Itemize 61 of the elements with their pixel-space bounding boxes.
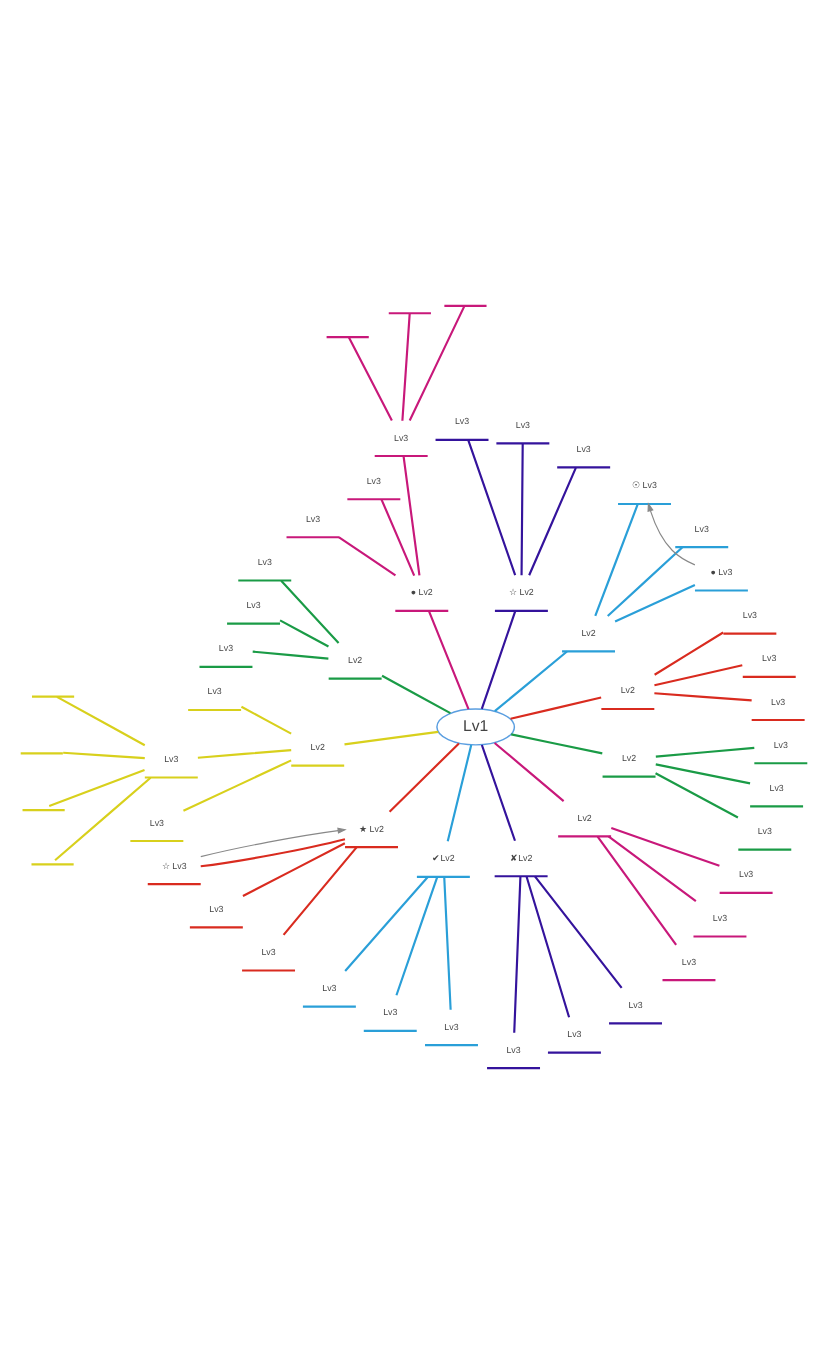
- connector: [520, 443, 524, 576]
- connector: [480, 610, 517, 710]
- connector: [344, 876, 429, 972]
- arrow: [647, 502, 696, 566]
- connector: [388, 742, 460, 813]
- connector: [252, 650, 329, 660]
- connector: [607, 835, 697, 902]
- connector: [655, 772, 739, 819]
- connector: [48, 769, 145, 807]
- connector: [467, 439, 517, 576]
- node-line: [22, 809, 65, 812]
- connector: [348, 337, 393, 421]
- connector: [242, 842, 346, 897]
- connector: [528, 467, 577, 576]
- connector: [510, 696, 602, 720]
- node-line: [326, 336, 369, 339]
- connector: [344, 730, 439, 746]
- node-ellipse: Lv1: [436, 708, 516, 746]
- connector: [200, 838, 346, 868]
- connector: [655, 763, 751, 785]
- connector: [401, 313, 411, 421]
- connector: [408, 305, 466, 421]
- arrow: [200, 827, 347, 858]
- node-line: [20, 752, 63, 755]
- connector: [654, 692, 752, 702]
- connector: [610, 827, 720, 867]
- connector: [614, 584, 696, 623]
- connector: [494, 650, 568, 712]
- connector: [596, 836, 677, 946]
- connector: [402, 456, 421, 576]
- connector: [480, 744, 516, 842]
- node-line: [388, 312, 431, 315]
- connector: [525, 876, 571, 1018]
- connector: [240, 705, 292, 735]
- connector: [380, 499, 416, 576]
- connector: [443, 876, 452, 1010]
- node-line: [444, 304, 487, 307]
- connector: [183, 759, 292, 812]
- connector: [654, 664, 743, 687]
- connector: [534, 875, 623, 989]
- connector: [56, 695, 146, 747]
- connector: [381, 674, 451, 715]
- connector: [594, 503, 639, 617]
- connector: [282, 846, 358, 936]
- connector: [493, 742, 565, 802]
- connector: [338, 536, 397, 577]
- connector: [654, 631, 724, 676]
- connector: [513, 876, 522, 1033]
- node-line: [32, 695, 75, 698]
- connector: [427, 610, 470, 710]
- connector: [197, 749, 292, 759]
- connector: [511, 733, 603, 755]
- connector: [446, 744, 473, 842]
- connector: [279, 619, 329, 648]
- connector: [655, 746, 755, 758]
- connector: [280, 579, 340, 644]
- connector: [54, 776, 152, 862]
- connector: [395, 876, 439, 996]
- connector: [607, 546, 684, 617]
- connector: [63, 751, 145, 760]
- node-line: [31, 863, 74, 866]
